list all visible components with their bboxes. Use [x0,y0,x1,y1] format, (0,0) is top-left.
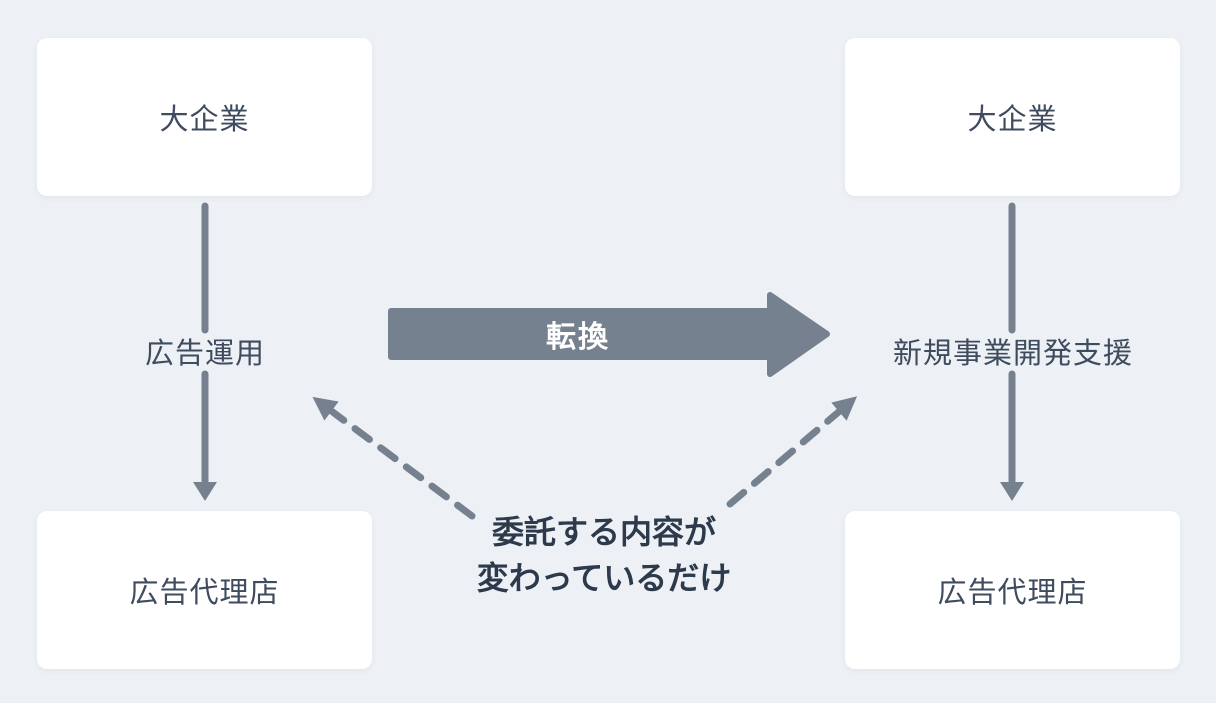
left-connector-arrowhead-icon [193,482,217,501]
box-company-right: 大企業 [845,38,1180,196]
right-connector-arrowhead-icon [1000,482,1024,501]
note-line-2: 変わっているだけ [476,560,732,596]
dashed-arrow-left-icon [312,396,476,520]
dashed-arrow-right-icon [726,396,858,508]
box-company-left: 大企業 [37,38,372,196]
box-agency-left-label: 広告代理店 [129,577,280,609]
box-agency-right: 広告代理店 [845,511,1180,669]
box-company-left-label: 大企業 [159,104,250,136]
big-transition-arrow-icon [388,292,830,377]
label-service-left: 広告運用 [144,338,266,370]
box-agency-left: 広告代理店 [37,511,372,669]
label-service-right: 新規事業開発支援 [892,338,1134,370]
note-line-1: 委託する内容が [491,514,716,550]
box-company-right-label: 大企業 [967,104,1058,136]
box-agency-right-label: 広告代理店 [937,577,1088,609]
big-arrow-label: 転換 [546,321,610,354]
note-text: 委託する内容が 変わっているだけ [477,509,731,601]
